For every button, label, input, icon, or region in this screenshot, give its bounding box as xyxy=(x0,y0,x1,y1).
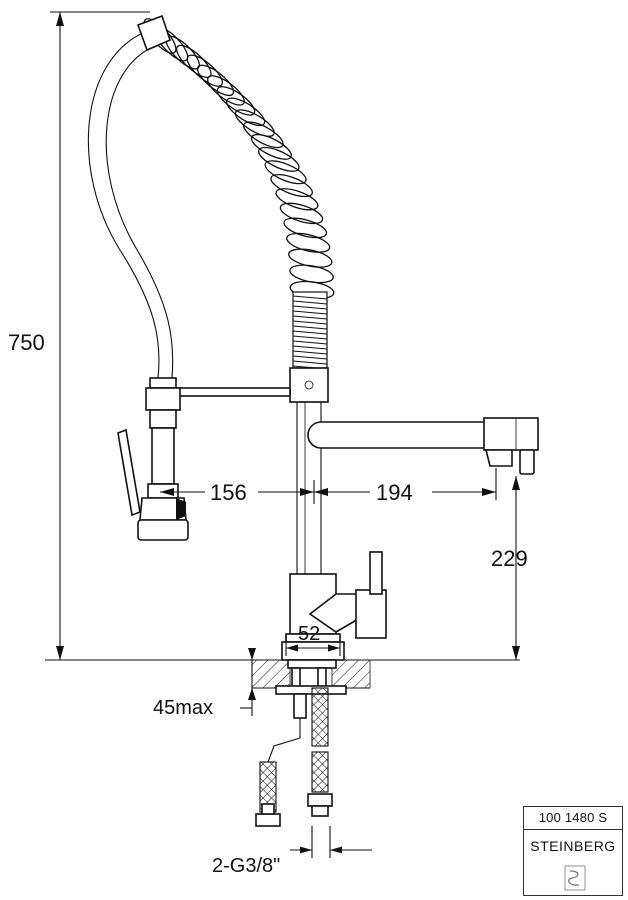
spray-holder-arm xyxy=(171,387,291,397)
spring-sleeve-rib xyxy=(292,305,328,310)
spring-sleeve-rib xyxy=(292,345,328,350)
spring-coil-turn xyxy=(186,54,223,87)
spring-coil-turn xyxy=(275,188,319,211)
spring-sleeve-outline xyxy=(292,291,328,369)
spring-coil-turn xyxy=(234,109,275,137)
spring-sleeve-rib xyxy=(292,360,328,365)
spring-sleeve-rib xyxy=(292,335,328,340)
spring-sleeve-rib xyxy=(292,295,328,300)
spring-sleeve-rib xyxy=(292,340,328,345)
spring-sleeve-rib xyxy=(292,320,328,325)
label-left-reach: 156 xyxy=(210,480,247,505)
horizontal-reach-dimensions xyxy=(160,468,497,504)
spring-coil-turn xyxy=(270,173,313,198)
spring-sleeve-rib xyxy=(292,325,328,330)
spring-coil-turn xyxy=(243,121,284,149)
spring-sleeve-rib xyxy=(292,350,328,355)
label-connection: 2-G3/8" xyxy=(212,855,280,877)
countertop-section xyxy=(251,659,371,689)
spring-coil-turn xyxy=(286,232,331,253)
spring-coil-turn xyxy=(283,217,328,239)
spring-ribbed-sleeve xyxy=(292,291,328,370)
spring-sleeve-rib xyxy=(292,330,328,335)
product-code: 100 1480 S xyxy=(524,807,622,830)
label-mount-thickness: 45max xyxy=(153,697,213,719)
brand-name: STEINBERG xyxy=(530,838,616,854)
spring-coil-turn xyxy=(264,160,307,185)
spring-sleeve-rib xyxy=(292,315,328,320)
spring-coil-turn xyxy=(196,64,235,97)
mounting-hardware xyxy=(267,659,347,763)
spring-sleeve-rib xyxy=(292,310,328,315)
spring-coil-turn xyxy=(225,97,266,127)
label-base-diameter: 52 xyxy=(298,623,320,645)
supply-hoses xyxy=(255,687,333,827)
faucet-column xyxy=(289,367,329,575)
mount-thickness-dimension xyxy=(240,648,256,716)
label-spout-height: 229 xyxy=(491,546,528,571)
connection-dimension xyxy=(290,826,372,858)
total-height-dimension xyxy=(50,11,150,660)
base-diameter-dimension xyxy=(285,634,341,656)
spring-sleeve-rib xyxy=(292,300,328,305)
label-right-reach: 194 xyxy=(376,480,413,505)
label-total-height: 750 xyxy=(8,330,45,355)
spring-top-cap xyxy=(136,14,171,52)
spring-coil xyxy=(143,18,335,300)
spring-sleeve-rib xyxy=(292,355,328,360)
spring-coil-turn xyxy=(279,202,324,225)
title-block: 100 1480 S STEINBERG xyxy=(523,806,623,896)
spout-height-dimension xyxy=(512,476,520,660)
swivel-spout xyxy=(307,417,539,475)
spring-coil-turn xyxy=(207,75,245,106)
spray-head xyxy=(117,377,189,541)
pull-down-hose xyxy=(87,31,174,379)
brand-logo-icon xyxy=(564,865,586,891)
spring-coil-turn xyxy=(257,146,300,172)
